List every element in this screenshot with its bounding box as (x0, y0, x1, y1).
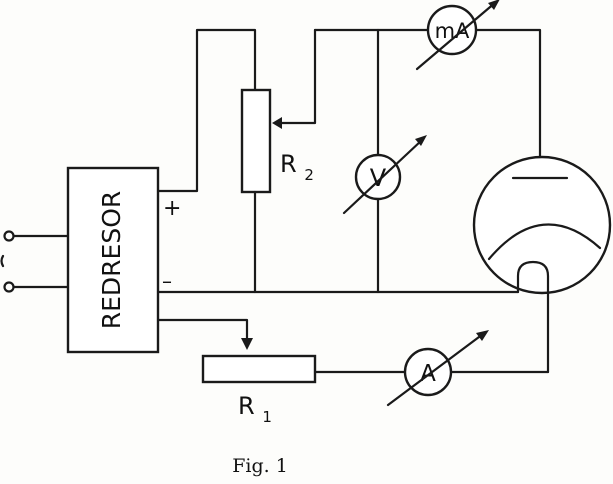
voltmeter: V (342, 135, 427, 215)
r2-subscript: 2 (304, 166, 314, 184)
plus-marker: + (163, 196, 181, 221)
milliammeter-arrow-tip (488, 0, 500, 10)
diode-filament (516, 260, 550, 374)
ammeter-needle (386, 332, 485, 407)
plus-wire (156, 28, 257, 193)
r1-label: R 1 (238, 392, 272, 426)
ac-mark (0, 254, 5, 268)
r2-wiper-wire (276, 28, 317, 125)
voltmeter-needle (342, 138, 424, 215)
ammeter: A (386, 330, 489, 407)
diode-envelope-inner-arc (487, 223, 602, 261)
r2-label: R 2 (280, 150, 314, 184)
ac-input-terminals (0, 230, 70, 293)
r1-wiper-arrow (241, 338, 253, 350)
ammeter-arrow-tip (476, 330, 489, 341)
r2-wiper-arrow (272, 117, 282, 129)
minus-marker: – (162, 269, 172, 293)
milliammeter: mA (415, 0, 500, 71)
voltmeter-arrow-tip (415, 135, 427, 146)
r1-resistor (201, 354, 317, 384)
r1-letter: R (238, 392, 255, 420)
r1-subscript: 1 (262, 408, 272, 426)
rectifier-label: REDRESOR (97, 191, 126, 330)
vacuum-diode (472, 155, 612, 374)
rectifier-rect (66, 166, 160, 354)
r1-wiper-wire (156, 318, 249, 342)
input-terminal-bottom (3, 281, 15, 293)
anode-wire (474, 28, 542, 180)
milliammeter-needle (415, 0, 498, 71)
r2-resistor (240, 88, 272, 194)
r2-letter: R (280, 150, 297, 178)
input-terminal-top (3, 230, 15, 242)
rectifier-box: REDRESOR (66, 166, 160, 354)
figure-caption: Fig. 1 (232, 455, 288, 477)
